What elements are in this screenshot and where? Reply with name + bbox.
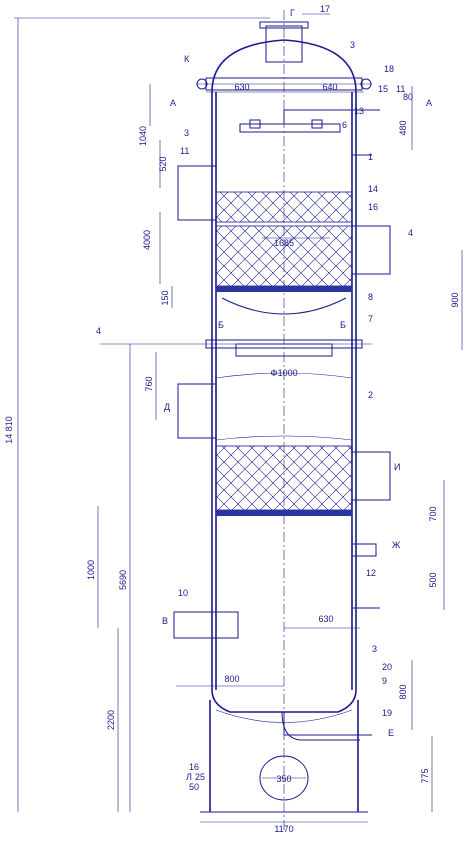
marker-b-left: Б xyxy=(218,320,224,330)
leader-numbers: 17 3 18 15 11 13 6 3 11 1 14 16 4 8 7 2 … xyxy=(178,4,413,718)
distributor-upper xyxy=(239,109,380,133)
dim-1000: 1000 xyxy=(86,560,96,580)
dim-630-left: 630 xyxy=(234,82,249,92)
leader-4: 4 xyxy=(408,228,413,238)
marker-a-right: А xyxy=(426,98,432,108)
leader-16: 16 xyxy=(368,202,378,212)
leader-15: 15 xyxy=(378,84,388,94)
section-markers: К А А Б Б 4 Д И Ж В Е Г Л xyxy=(96,8,432,782)
leader-11-left: 11 xyxy=(180,146,189,156)
leader-3-left: 3 xyxy=(184,128,189,138)
dim-80: 80 xyxy=(403,92,413,102)
leader-14: 14 xyxy=(368,184,378,194)
dim-5690: 5690 xyxy=(118,570,128,590)
marker-l: Л xyxy=(186,772,192,782)
dim-16: 16 xyxy=(189,762,199,772)
leader-12: 12 xyxy=(366,568,376,578)
dim-25: 25 xyxy=(195,772,205,782)
marker-g: Г xyxy=(290,8,295,18)
leader-7: 7 xyxy=(368,314,373,324)
leader-19: 19 xyxy=(382,708,392,718)
leader-20: 20 xyxy=(382,662,392,672)
dim-4000: 4000 xyxy=(142,230,152,250)
leader-13: 13 xyxy=(354,106,364,116)
dimension-lines xyxy=(14,17,463,823)
marker-num-4: 4 xyxy=(96,326,101,336)
column-shell xyxy=(209,10,359,830)
bottom-section xyxy=(200,711,372,813)
dim-2200: 2200 xyxy=(106,710,116,730)
marker-a-left: А xyxy=(170,98,176,108)
upper-flange xyxy=(196,77,372,91)
dim-700: 700 xyxy=(428,506,438,521)
marker-zh: Ж xyxy=(392,540,401,550)
packed-bed-lower xyxy=(215,372,353,516)
dim-1685: 1685 xyxy=(274,238,294,248)
dim-630-low: 630 xyxy=(318,614,333,624)
dim-1170: 1170 xyxy=(274,824,293,834)
leader-1: 1 xyxy=(368,152,373,162)
marker-e: Е xyxy=(388,728,394,738)
marker-i: И xyxy=(394,462,400,472)
top-nozzle xyxy=(259,21,309,63)
leader-3-low: 3 xyxy=(372,644,377,654)
dim-640: 640 xyxy=(322,82,337,92)
side-nozzles xyxy=(173,154,391,639)
dim-1040: 1040 xyxy=(138,126,148,146)
leader-3-top: 3 xyxy=(350,40,355,50)
marker-d: Д xyxy=(164,402,170,412)
leader-11-right: 11 xyxy=(396,84,405,94)
packed-bed-upper xyxy=(215,191,353,292)
leader-17: 17 xyxy=(320,4,330,14)
dim-800-vertical: 800 xyxy=(398,684,408,699)
dim-775: 775 xyxy=(420,768,430,783)
marker-v: В xyxy=(162,616,168,626)
leader-2: 2 xyxy=(368,390,373,400)
marker-b-right: Б xyxy=(340,320,346,330)
leader-9: 9 xyxy=(382,676,387,686)
dim-1000-diameter: Φ1000 xyxy=(270,368,297,378)
marker-k: К xyxy=(184,54,190,64)
dim-480: 480 xyxy=(398,120,408,135)
dim-total-height: 14 810 xyxy=(4,416,14,444)
dim-150: 150 xyxy=(160,290,170,305)
dim-520: 520 xyxy=(158,156,168,171)
dimension-texts: 14 810 5690 2200 1000 1040 520 4000 150 … xyxy=(4,82,460,834)
dim-500: 500 xyxy=(428,572,438,587)
dim-800-horizontal: 800 xyxy=(224,674,239,684)
middle-flange xyxy=(100,339,372,349)
leader-8: 8 xyxy=(368,292,373,302)
leader-18: 18 xyxy=(384,64,394,74)
dim-350: 350 xyxy=(276,774,291,784)
leader-6: 6 xyxy=(342,120,347,130)
dim-900: 900 xyxy=(450,292,460,307)
leader-10: 10 xyxy=(178,588,188,598)
dim-50: 50 xyxy=(189,782,199,792)
dim-760: 760 xyxy=(144,376,154,391)
